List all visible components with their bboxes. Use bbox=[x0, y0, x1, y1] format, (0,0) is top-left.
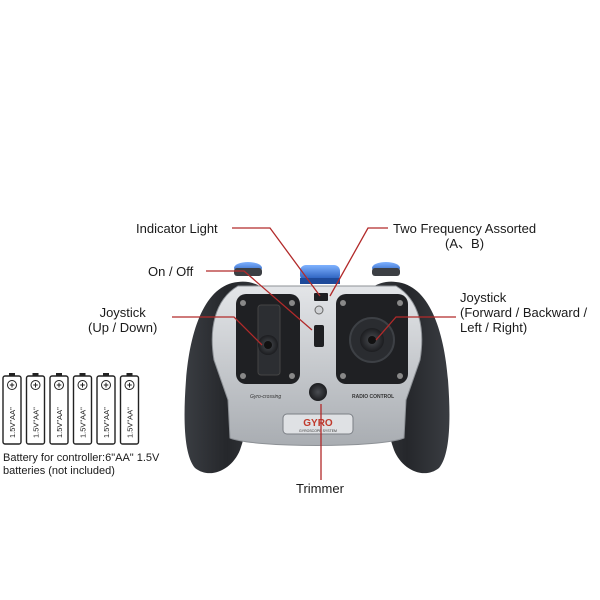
battery-plus-symbol: + bbox=[33, 380, 38, 390]
battery-plus-circle bbox=[7, 380, 17, 390]
leader-lines bbox=[172, 227, 456, 480]
label-on-off: On / Off bbox=[148, 264, 193, 279]
label-joystick-left-line1: Joystick bbox=[99, 305, 146, 320]
battery-body bbox=[49, 375, 69, 445]
battery-body bbox=[96, 375, 116, 445]
label-joystick-left-line2: (Up / Down) bbox=[88, 320, 158, 335]
leader-indicator-light bbox=[232, 227, 321, 297]
battery-caption-line2: batteries (not included) bbox=[3, 465, 115, 477]
label-indicator-light: Indicator Light bbox=[136, 221, 218, 236]
battery-plus-circle bbox=[101, 380, 111, 390]
battery-caption: Battery for controller:6"AA" 1.5V batter… bbox=[3, 452, 159, 478]
battery-terminal bbox=[32, 373, 39, 377]
label-on-off-text: On / Off bbox=[148, 264, 194, 279]
label-trimmer: Trimmer bbox=[296, 481, 344, 496]
label-two-frequency-line1: Two Frequency Assorted bbox=[393, 221, 537, 236]
leader-joystick-right bbox=[375, 316, 456, 341]
power-switch[interactable] bbox=[314, 325, 324, 347]
leader-joystick-left bbox=[172, 316, 263, 346]
gyro-badge-text: GYRO bbox=[303, 418, 333, 429]
battery-plus-circle bbox=[30, 380, 41, 390]
battery-body bbox=[119, 375, 140, 445]
label-two-frequency: Two Frequency Assorted (A、B) bbox=[393, 221, 536, 251]
battery-cell: +1.5V"AA" bbox=[2, 373, 22, 445]
battery-plus-symbol: + bbox=[80, 380, 85, 390]
battery-plus-circle bbox=[124, 380, 135, 390]
battery-caption-line1: Battery for controller:6"AA" 1.5V bbox=[3, 452, 160, 464]
battery-label: 1.5V"AA" bbox=[32, 407, 41, 438]
battery-terminal bbox=[56, 373, 62, 377]
leader-on-off bbox=[206, 270, 313, 331]
battery-terminal bbox=[103, 373, 109, 377]
label-trimmer-text: Trimmer bbox=[296, 481, 344, 496]
battery-plus-circle bbox=[54, 380, 64, 390]
battery-cell: +1.5V"AA" bbox=[96, 373, 116, 445]
battery-plus-symbol: + bbox=[127, 380, 132, 390]
battery-label: 1.5V"AA" bbox=[55, 407, 64, 438]
label-joystick-left: Joystick (Up / Down) bbox=[88, 305, 157, 335]
battery-cell: +1.5V"AA" bbox=[72, 373, 93, 445]
battery-plus-symbol: + bbox=[9, 380, 14, 390]
battery-body bbox=[25, 375, 46, 445]
battery-plus-symbol: + bbox=[56, 380, 61, 390]
battery-group: +1.5V"AA"+1.5V"AA"+1.5V"AA"+1.5V"AA"+1.5… bbox=[2, 373, 140, 445]
battery-body bbox=[72, 375, 93, 445]
gyro-badge bbox=[282, 413, 354, 435]
body-right-print: RADIO CONTROL bbox=[352, 394, 394, 400]
indicator-led bbox=[314, 305, 324, 315]
battery-label: 1.5V"AA" bbox=[102, 407, 111, 438]
battery-terminal bbox=[126, 373, 133, 377]
battery-terminal bbox=[79, 373, 86, 377]
label-joystick-right: Joystick (Forward / Backward / Left / Ri… bbox=[460, 290, 587, 335]
battery-plus-symbol: + bbox=[103, 380, 108, 390]
battery-plus-circle bbox=[77, 380, 88, 390]
battery-body bbox=[2, 375, 22, 445]
frequency-selector[interactable] bbox=[300, 265, 340, 284]
battery-cell: +1.5V"AA" bbox=[25, 373, 46, 445]
leader-two-frequency bbox=[329, 227, 388, 297]
label-joystick-right-line2: (Forward / Backward / bbox=[460, 305, 588, 320]
label-joystick-right-line1: Joystick bbox=[460, 290, 507, 305]
frequency-switch[interactable] bbox=[314, 293, 328, 301]
battery-label: 1.5V"AA" bbox=[79, 407, 88, 438]
gyro-badge-subtext: GYROSCOPE SYSTEM bbox=[299, 429, 337, 433]
label-joystick-right-line3: Left / Right) bbox=[460, 320, 528, 335]
trimmer-knob[interactable] bbox=[309, 383, 327, 401]
battery-label: 1.5V"AA" bbox=[8, 407, 17, 438]
battery-terminal bbox=[9, 373, 15, 377]
label-two-frequency-line2: (A、B) bbox=[445, 236, 485, 251]
battery-cell: +1.5V"AA" bbox=[119, 373, 140, 445]
body-left-print: Gyro-crossing bbox=[250, 394, 281, 400]
battery-cell: +1.5V"AA" bbox=[49, 373, 69, 445]
battery-label: 1.5V"AA" bbox=[126, 407, 135, 438]
label-indicator-light-text: Indicator Light bbox=[136, 221, 218, 236]
